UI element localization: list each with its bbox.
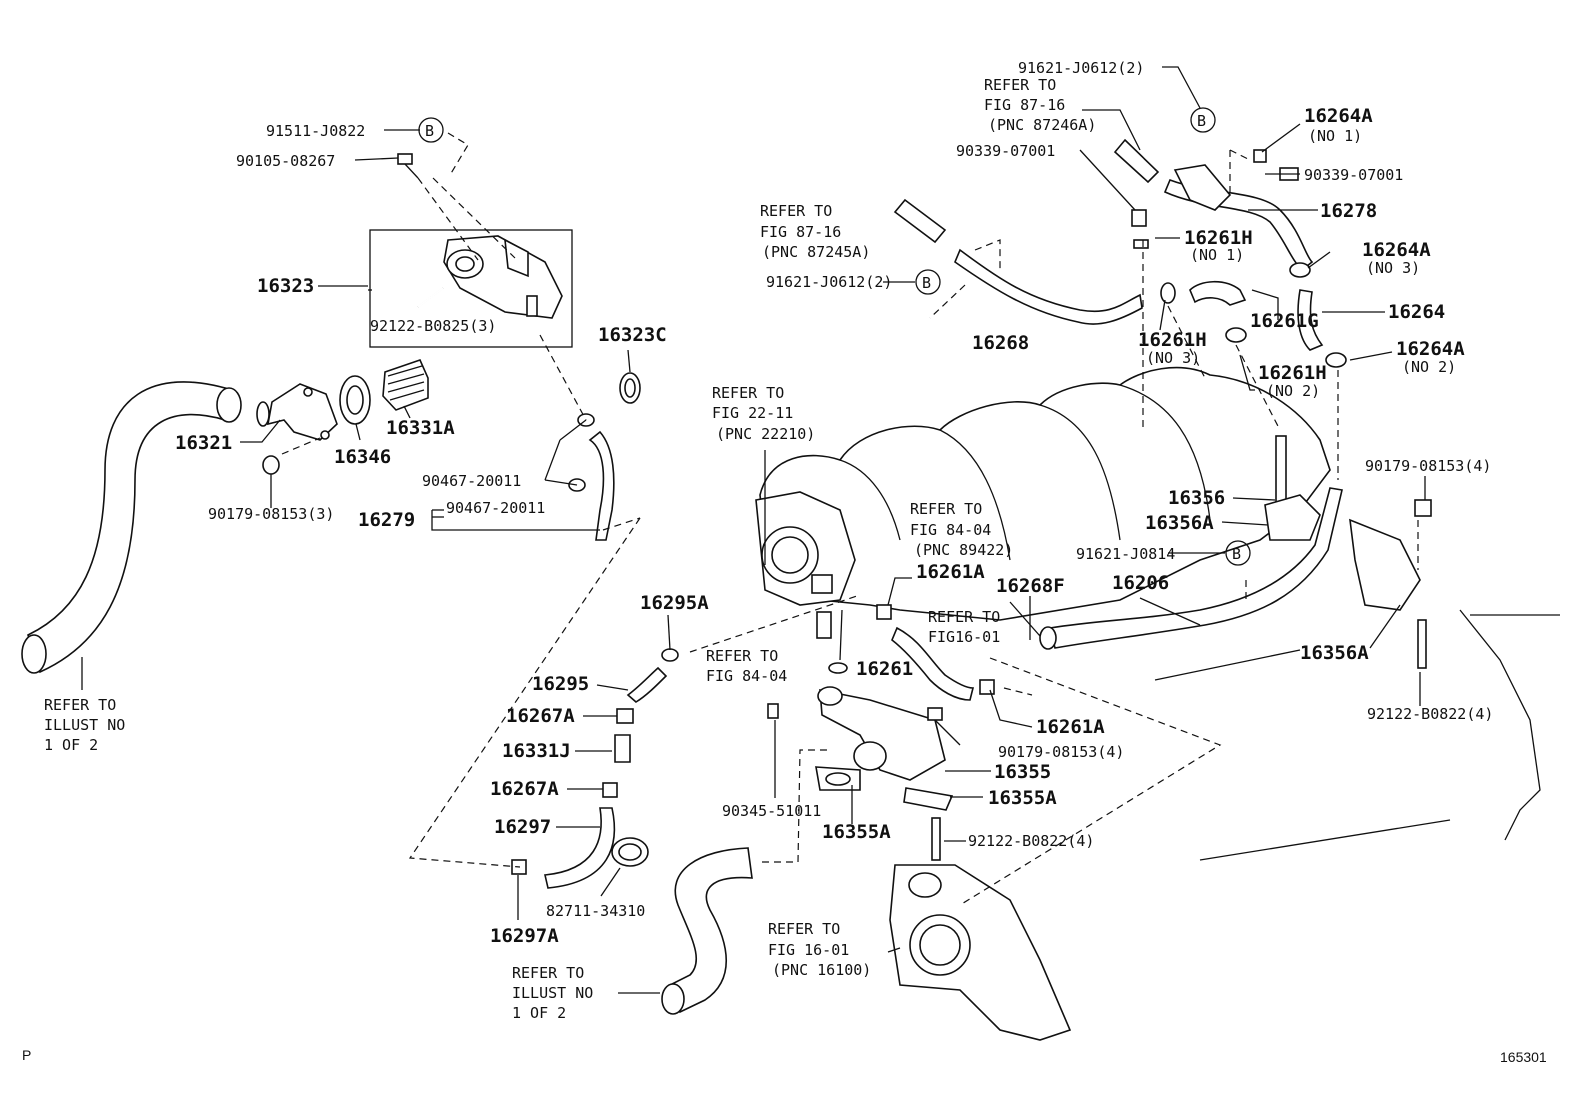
part-label: 16261G bbox=[1250, 310, 1319, 332]
reference-notes: REFER TO FIG 87-16 (PNC 87246A) REFER TO… bbox=[44, 76, 1096, 1022]
part-label: 92122-B0822(4) bbox=[968, 832, 1094, 850]
part-label: 16268F bbox=[996, 575, 1065, 597]
part-label: 16356A bbox=[1145, 512, 1214, 534]
callout-b-2 bbox=[1190, 107, 1216, 133]
callout-b-3 bbox=[915, 269, 941, 295]
radiator-hose-bottom-drawing bbox=[661, 847, 753, 1015]
part-label: 16295 bbox=[532, 673, 589, 695]
qualifier-label: (NO 3) bbox=[1366, 259, 1420, 277]
reference-note-fig16-01-a: REFER TO FIG16-01 bbox=[928, 608, 1009, 646]
reference-note-fig16-01-b: REFER TO FIG 16-01 (PNC 16100) bbox=[768, 920, 871, 979]
part-label: 16278 bbox=[1320, 200, 1377, 222]
part-label: 90339-07001 bbox=[1304, 166, 1403, 184]
callout-b-4 bbox=[1225, 540, 1251, 566]
reference-note-illust-left: REFER TO ILLUST NO 1 OF 2 bbox=[44, 696, 134, 754]
part-label: 16268 bbox=[972, 332, 1029, 354]
reference-note-illust-bottom: REFER TO ILLUST NO 1 OF 2 bbox=[512, 964, 602, 1022]
qualifier-label: (NO 2) bbox=[1266, 382, 1320, 400]
intake-manifold-drawing bbox=[755, 366, 1331, 621]
callout-b-letter: B bbox=[1232, 545, 1241, 563]
reference-note-fig87-16-b: REFER TO FIG 87-16 (PNC 87245A) bbox=[760, 202, 870, 261]
water-inlet-drawing bbox=[256, 383, 338, 475]
part-label: 16264A bbox=[1396, 338, 1465, 360]
part-label: 92122-B0825(3) bbox=[370, 317, 496, 335]
bolt-90105-drawing bbox=[397, 153, 419, 179]
part-label: 16355A bbox=[822, 821, 891, 843]
part-label: 16264A bbox=[1362, 239, 1431, 261]
part-label: 16261A bbox=[916, 561, 985, 583]
part-label: 16323C bbox=[598, 324, 667, 346]
part-label: 16261H bbox=[1258, 362, 1327, 384]
part-label: 16346 bbox=[334, 446, 391, 468]
part-label: 16355 bbox=[994, 761, 1051, 783]
part-label: 16331A bbox=[386, 417, 455, 439]
body-outline-drawing bbox=[1154, 609, 1560, 861]
bypass-hoses-drawing bbox=[511, 648, 679, 889]
qualifier-label: (NO 3) bbox=[1146, 349, 1200, 367]
part-label: 16297A bbox=[490, 925, 559, 947]
page-marker: P bbox=[22, 1047, 31, 1063]
part-label: 92122-B0822(4) bbox=[1367, 705, 1493, 723]
part-label: 16267A bbox=[490, 778, 559, 800]
part-labels: 91511-J0822 90105-08267 16323 92122-B082… bbox=[175, 59, 1493, 947]
part-label: 16321 bbox=[175, 432, 232, 454]
part-label: 16323 bbox=[257, 275, 314, 297]
part-label: 16261A bbox=[1036, 716, 1105, 738]
part-label: 90179-08153(4) bbox=[998, 743, 1124, 761]
callout-b-markers: B B B B bbox=[418, 107, 1251, 566]
qualifier-label: (NO 2) bbox=[1402, 358, 1456, 376]
leader-lines bbox=[240, 66, 1426, 994]
part-label: 16355A bbox=[988, 787, 1057, 809]
reference-note-fig84-04-b: REFER TO FIG 84-04 bbox=[706, 647, 787, 685]
upper-right-hoses-drawing bbox=[893, 138, 1347, 368]
qualifier-label: (NO 1) bbox=[1308, 127, 1362, 145]
position-qualifiers: (NO 1) (NO 1) (NO 3) (NO 3) (NO 2) (NO 2… bbox=[1146, 127, 1456, 400]
part-label: 91511-J0822 bbox=[266, 122, 365, 140]
reference-note-fig22-11: REFER TO FIG 22-11 (PNC 22210) bbox=[712, 384, 815, 443]
part-label: 90339-07001 bbox=[956, 142, 1055, 160]
radiator-hose-left-drawing bbox=[21, 381, 242, 690]
illustration-number: 165301 bbox=[1500, 1049, 1547, 1065]
part-label: 90345-51011 bbox=[722, 802, 821, 820]
part-label: 16331J bbox=[502, 740, 571, 762]
water-outlet-drawing bbox=[767, 686, 954, 861]
thermostat-housing-drawing bbox=[368, 229, 573, 348]
part-label: 90105-08267 bbox=[236, 152, 335, 170]
thermostat-drawing bbox=[339, 359, 641, 425]
part-label: 16295A bbox=[640, 592, 709, 614]
part-label: 91621-J0612(2) bbox=[1018, 59, 1144, 77]
callout-b-letter: B bbox=[425, 122, 434, 140]
part-label: 16206 bbox=[1112, 572, 1169, 594]
bypass-pipe-drawing bbox=[1039, 435, 1432, 669]
part-label: 16261H bbox=[1138, 329, 1207, 351]
callout-b-letter: B bbox=[922, 274, 931, 292]
hose-16261-drawing bbox=[891, 626, 975, 701]
part-label: 16261 bbox=[856, 658, 913, 680]
phantom-lines bbox=[281, 132, 1419, 906]
callout-b-letter: B bbox=[1197, 112, 1206, 130]
part-label: 91621-J0814 bbox=[1076, 545, 1175, 563]
part-label: 91621-J0612(2) bbox=[766, 273, 892, 291]
water-pump-drawing bbox=[889, 864, 1072, 1041]
hose-16279-drawing bbox=[568, 413, 615, 541]
part-label: 16356 bbox=[1168, 487, 1225, 509]
part-label: 16297 bbox=[494, 816, 551, 838]
callout-b-1 bbox=[418, 117, 444, 143]
reference-note-fig87-16-a: REFER TO FIG 87-16 (PNC 87246A) bbox=[984, 76, 1096, 134]
part-label: 16264A bbox=[1304, 105, 1373, 127]
qualifier-label: (NO 1) bbox=[1190, 246, 1244, 264]
part-label: 90467-20011 bbox=[422, 472, 521, 490]
part-label: 16279 bbox=[358, 509, 415, 531]
part-label: 90179-08153(4) bbox=[1365, 457, 1491, 475]
part-label: 16356A bbox=[1300, 642, 1369, 664]
part-label: 82711-34310 bbox=[546, 902, 645, 920]
part-label: 16264 bbox=[1388, 301, 1445, 323]
reference-note-fig84-04-a: REFER TO FIG 84-04 (PNC 89422) bbox=[910, 500, 1013, 559]
part-label: 90467-20011 bbox=[446, 499, 545, 517]
part-label: 16267A bbox=[506, 705, 575, 727]
part-label: 16261H bbox=[1184, 227, 1253, 249]
part-label: 90179-08153(3) bbox=[208, 505, 334, 523]
